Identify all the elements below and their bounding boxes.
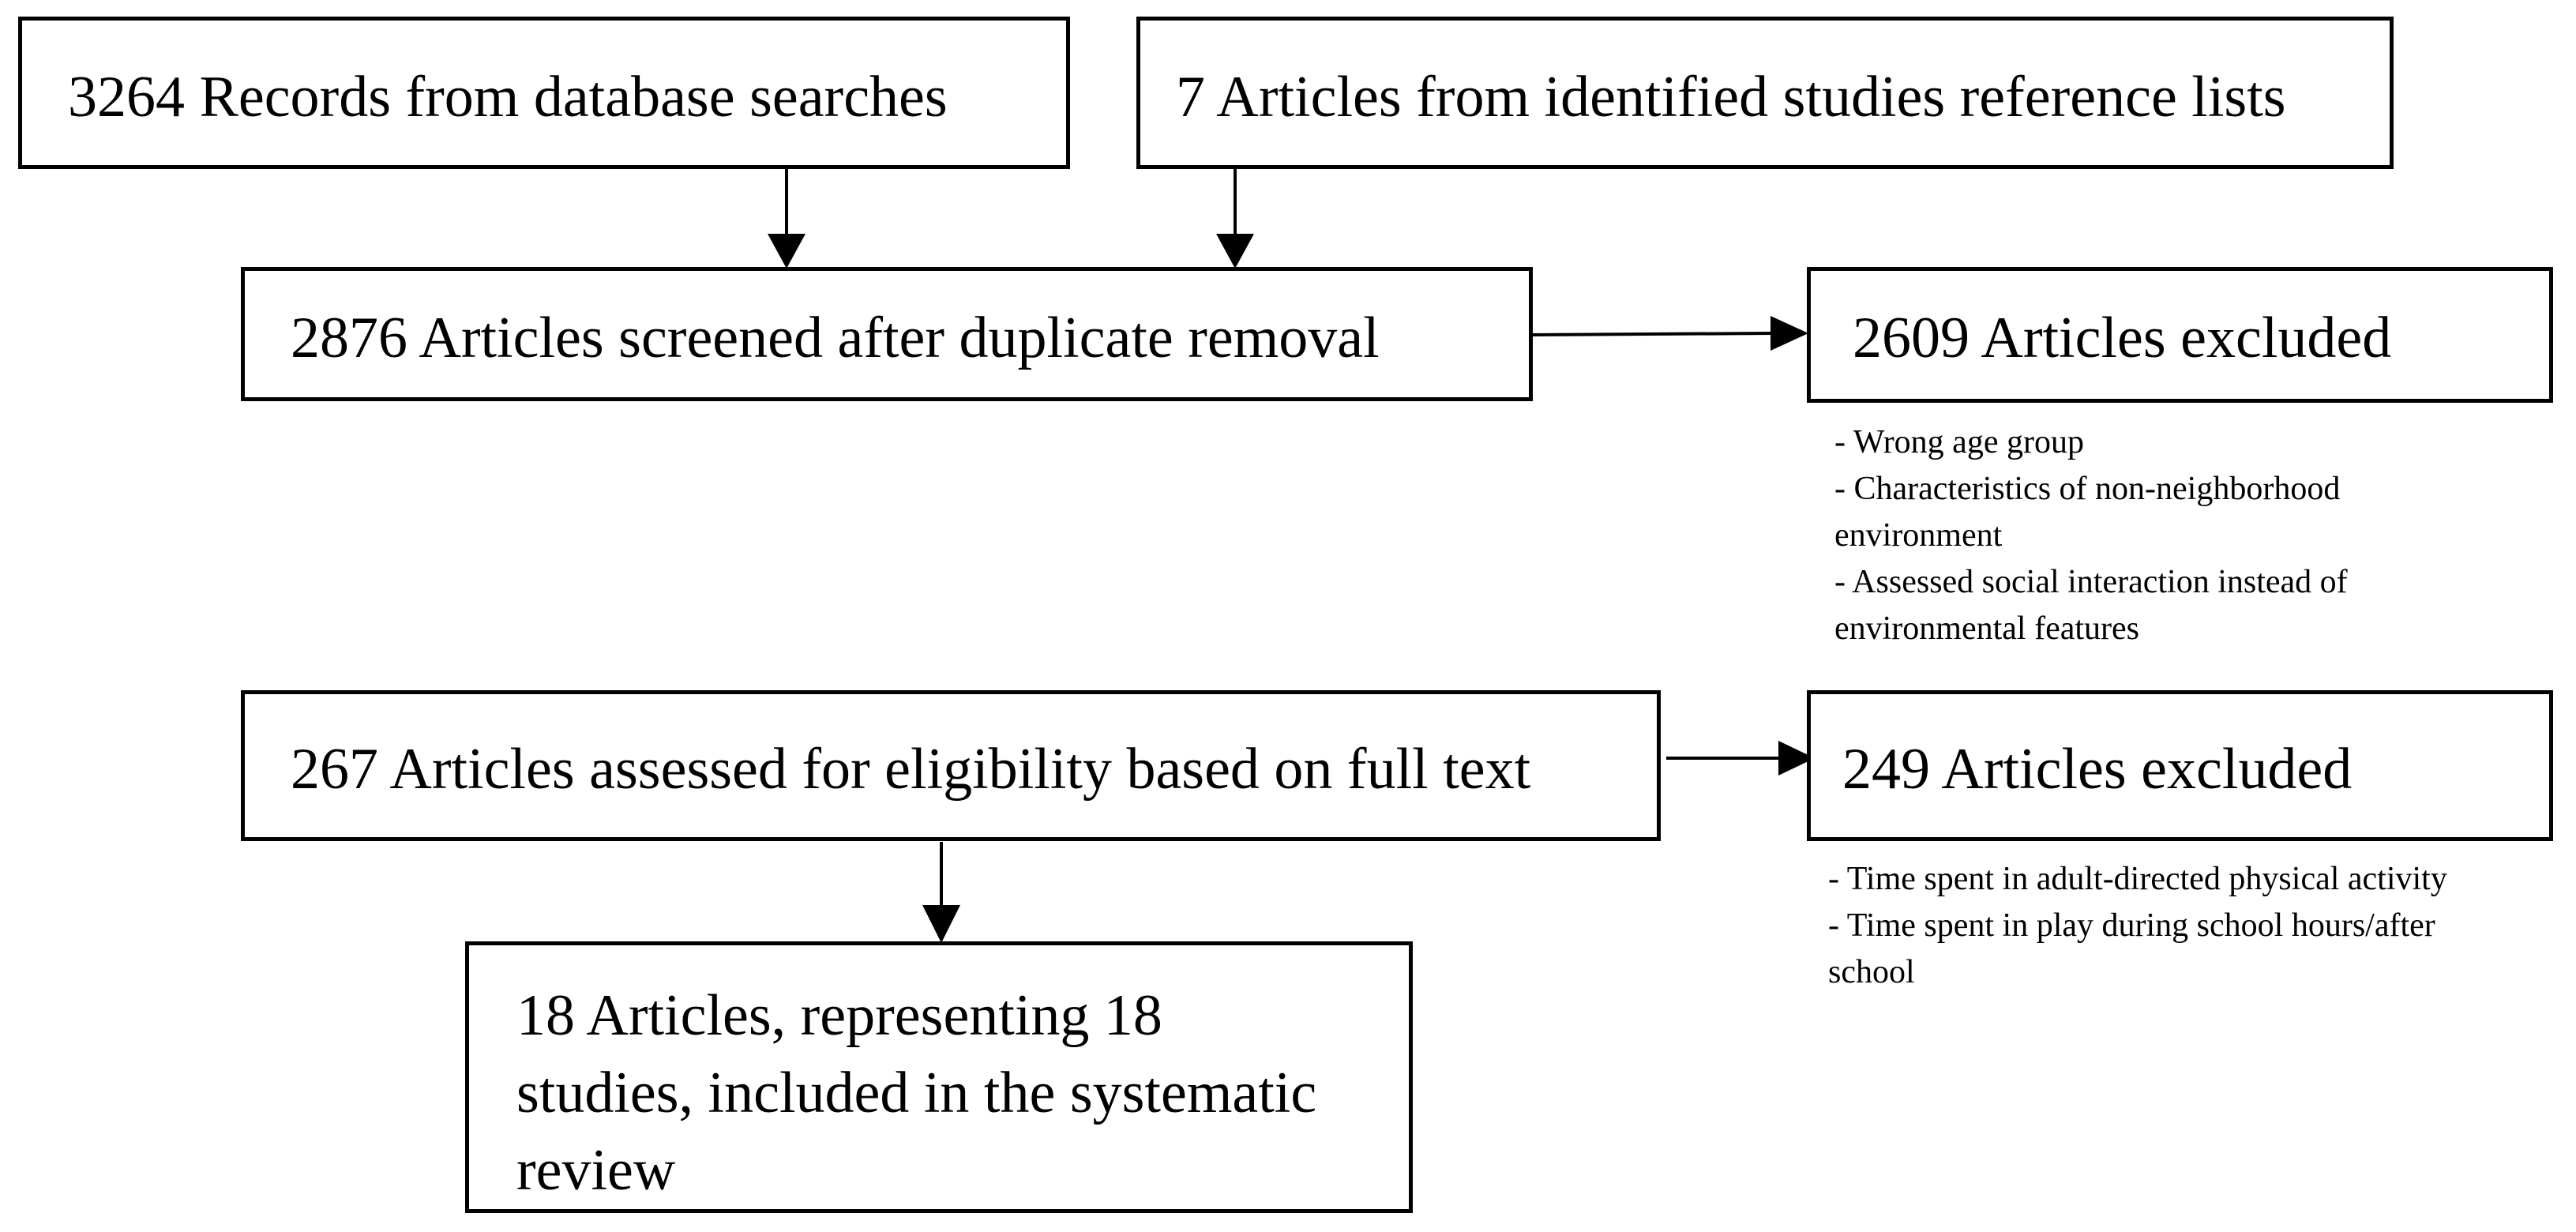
reason-line: school [1828,954,1915,990]
reason-line: - Characteristics of non-neighborhood [1834,471,2341,507]
arrow-refs-to-screened [1216,167,1254,269]
records-database-text: 3264 Records from database searches [68,65,948,130]
full-text-box: 267 Articles assessed for eligibility ba… [241,690,1661,841]
excluded-full-text-text: 249 Articles excluded [1842,737,2353,802]
reason-line: environment [1834,517,2003,554]
arrow-fulltext-to-included [922,842,960,943]
included-line: review [516,1138,676,1203]
records-database-box: 3264 Records from database searches [18,17,1070,169]
excluded-screening-reasons: - Wrong age group - Characteristics of n… [1834,419,2348,652]
full-text-text: 267 Articles assessed for eligibility ba… [291,737,1531,802]
included-text: 18 Articles, representing 18 studies, in… [516,977,1316,1209]
included-line: studies, included in the systematic [516,1061,1317,1125]
reason-line: - Assessed social interaction instead of [1834,564,2348,600]
reason-line: - Wrong age group [1834,424,2084,460]
excluded-full-text-reasons: - Time spent in adult-directed physical … [1828,856,2447,996]
screened-text: 2876 Articles screened after duplicate r… [291,306,1380,370]
arrow-records-to-screened [768,167,805,269]
excluded-full-text-box: 249 Articles excluded [1807,690,2553,841]
reference-list-box: 7 Articles from identified studies refer… [1136,17,2394,169]
reference-list-text: 7 Articles from identified studies refer… [1176,65,2286,130]
reason-line: - Time spent in adult-directed physical … [1828,861,2447,897]
included-line: 18 Articles, representing 18 [516,983,1162,1048]
arrow-screened-to-excluded [1531,316,1808,351]
excluded-screening-text: 2609 Articles excluded [1853,306,2392,370]
arrow-fulltext-to-excluded [1666,741,1815,776]
screened-box: 2876 Articles screened after duplicate r… [241,267,1533,401]
reason-line: - Time spent in play during school hours… [1828,907,2435,944]
excluded-screening-box: 2609 Articles excluded [1807,267,2553,403]
reason-line: environmental features [1834,610,2139,647]
included-box: 18 Articles, representing 18 studies, in… [465,941,1413,1213]
